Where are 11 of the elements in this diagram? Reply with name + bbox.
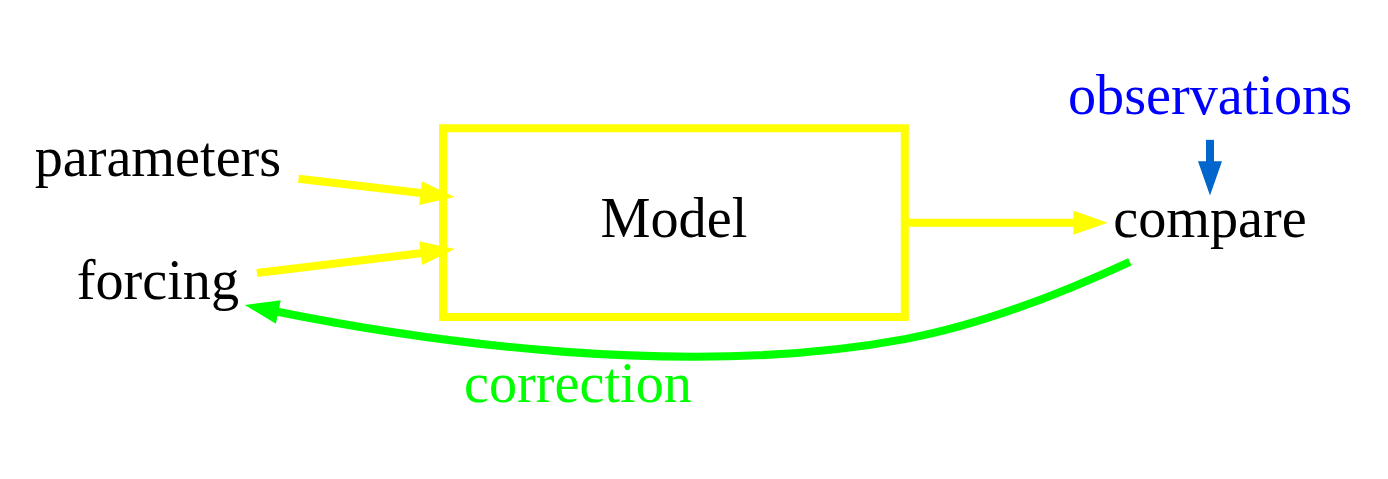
arrow xyxy=(1198,139,1222,196)
arrow xyxy=(244,257,1132,361)
node-text: compare xyxy=(1113,186,1307,249)
node-text: forcing xyxy=(76,248,240,311)
arrow xyxy=(256,240,455,277)
edge-label: correction xyxy=(464,351,692,414)
arrow xyxy=(298,174,455,205)
node-text: parameters xyxy=(34,125,282,188)
node-text: observations xyxy=(1067,63,1353,126)
node-box: Model xyxy=(439,123,909,321)
arrow xyxy=(905,210,1108,235)
